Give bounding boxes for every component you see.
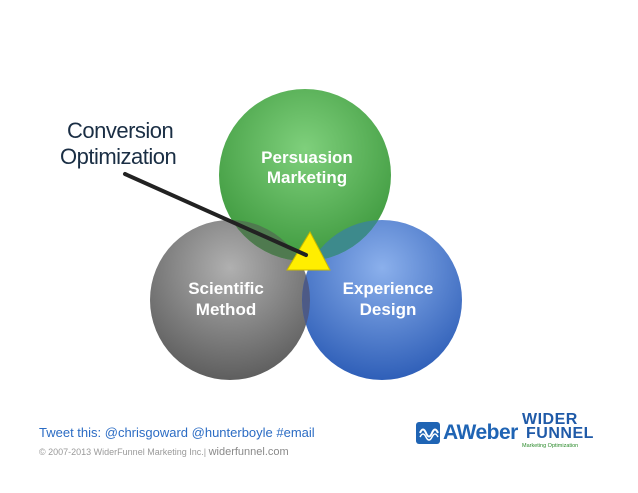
callout-line1: Conversion (67, 118, 173, 143)
experience-label-line2: Design (360, 300, 417, 319)
widerfunnel-line2: FUNNEL (526, 425, 594, 442)
widerfunnel-line1: WIDER (522, 411, 578, 428)
scientific-label-line1: Scientific (188, 279, 264, 298)
callout-arrow (123, 172, 308, 257)
aweber-wave-icon (416, 422, 440, 444)
site-link[interactable]: widerfunnel.com (208, 446, 289, 458)
circle-scientific-method (150, 220, 310, 380)
widerfunnel-logo: WIDER FUNNEL Marketing Optimization (522, 411, 598, 450)
copyright: © 2007-2013 WiderFunnel Marketing Inc.| … (39, 446, 289, 458)
experience-label-line1: Experience (343, 279, 434, 298)
scientific-label-line2: Method (196, 300, 256, 319)
persuasion-label-line1: Persuasion (261, 148, 353, 167)
persuasion-label-line2: Marketing (267, 168, 347, 187)
callout-line2: Optimization (60, 144, 176, 169)
circle-persuasion-marketing (219, 89, 391, 261)
widerfunnel-tagline: Marketing Optimization (522, 443, 579, 449)
aweber-logo: AWeber (416, 421, 518, 445)
circle-experience-design (302, 220, 462, 380)
aweber-name: AWeber (443, 421, 518, 444)
copyright-text: © 2007-2013 WiderFunnel Marketing Inc.| (39, 447, 207, 457)
tweet-this-text[interactable]: Tweet this: @chrisgoward @hunterboyle #e… (39, 425, 315, 440)
